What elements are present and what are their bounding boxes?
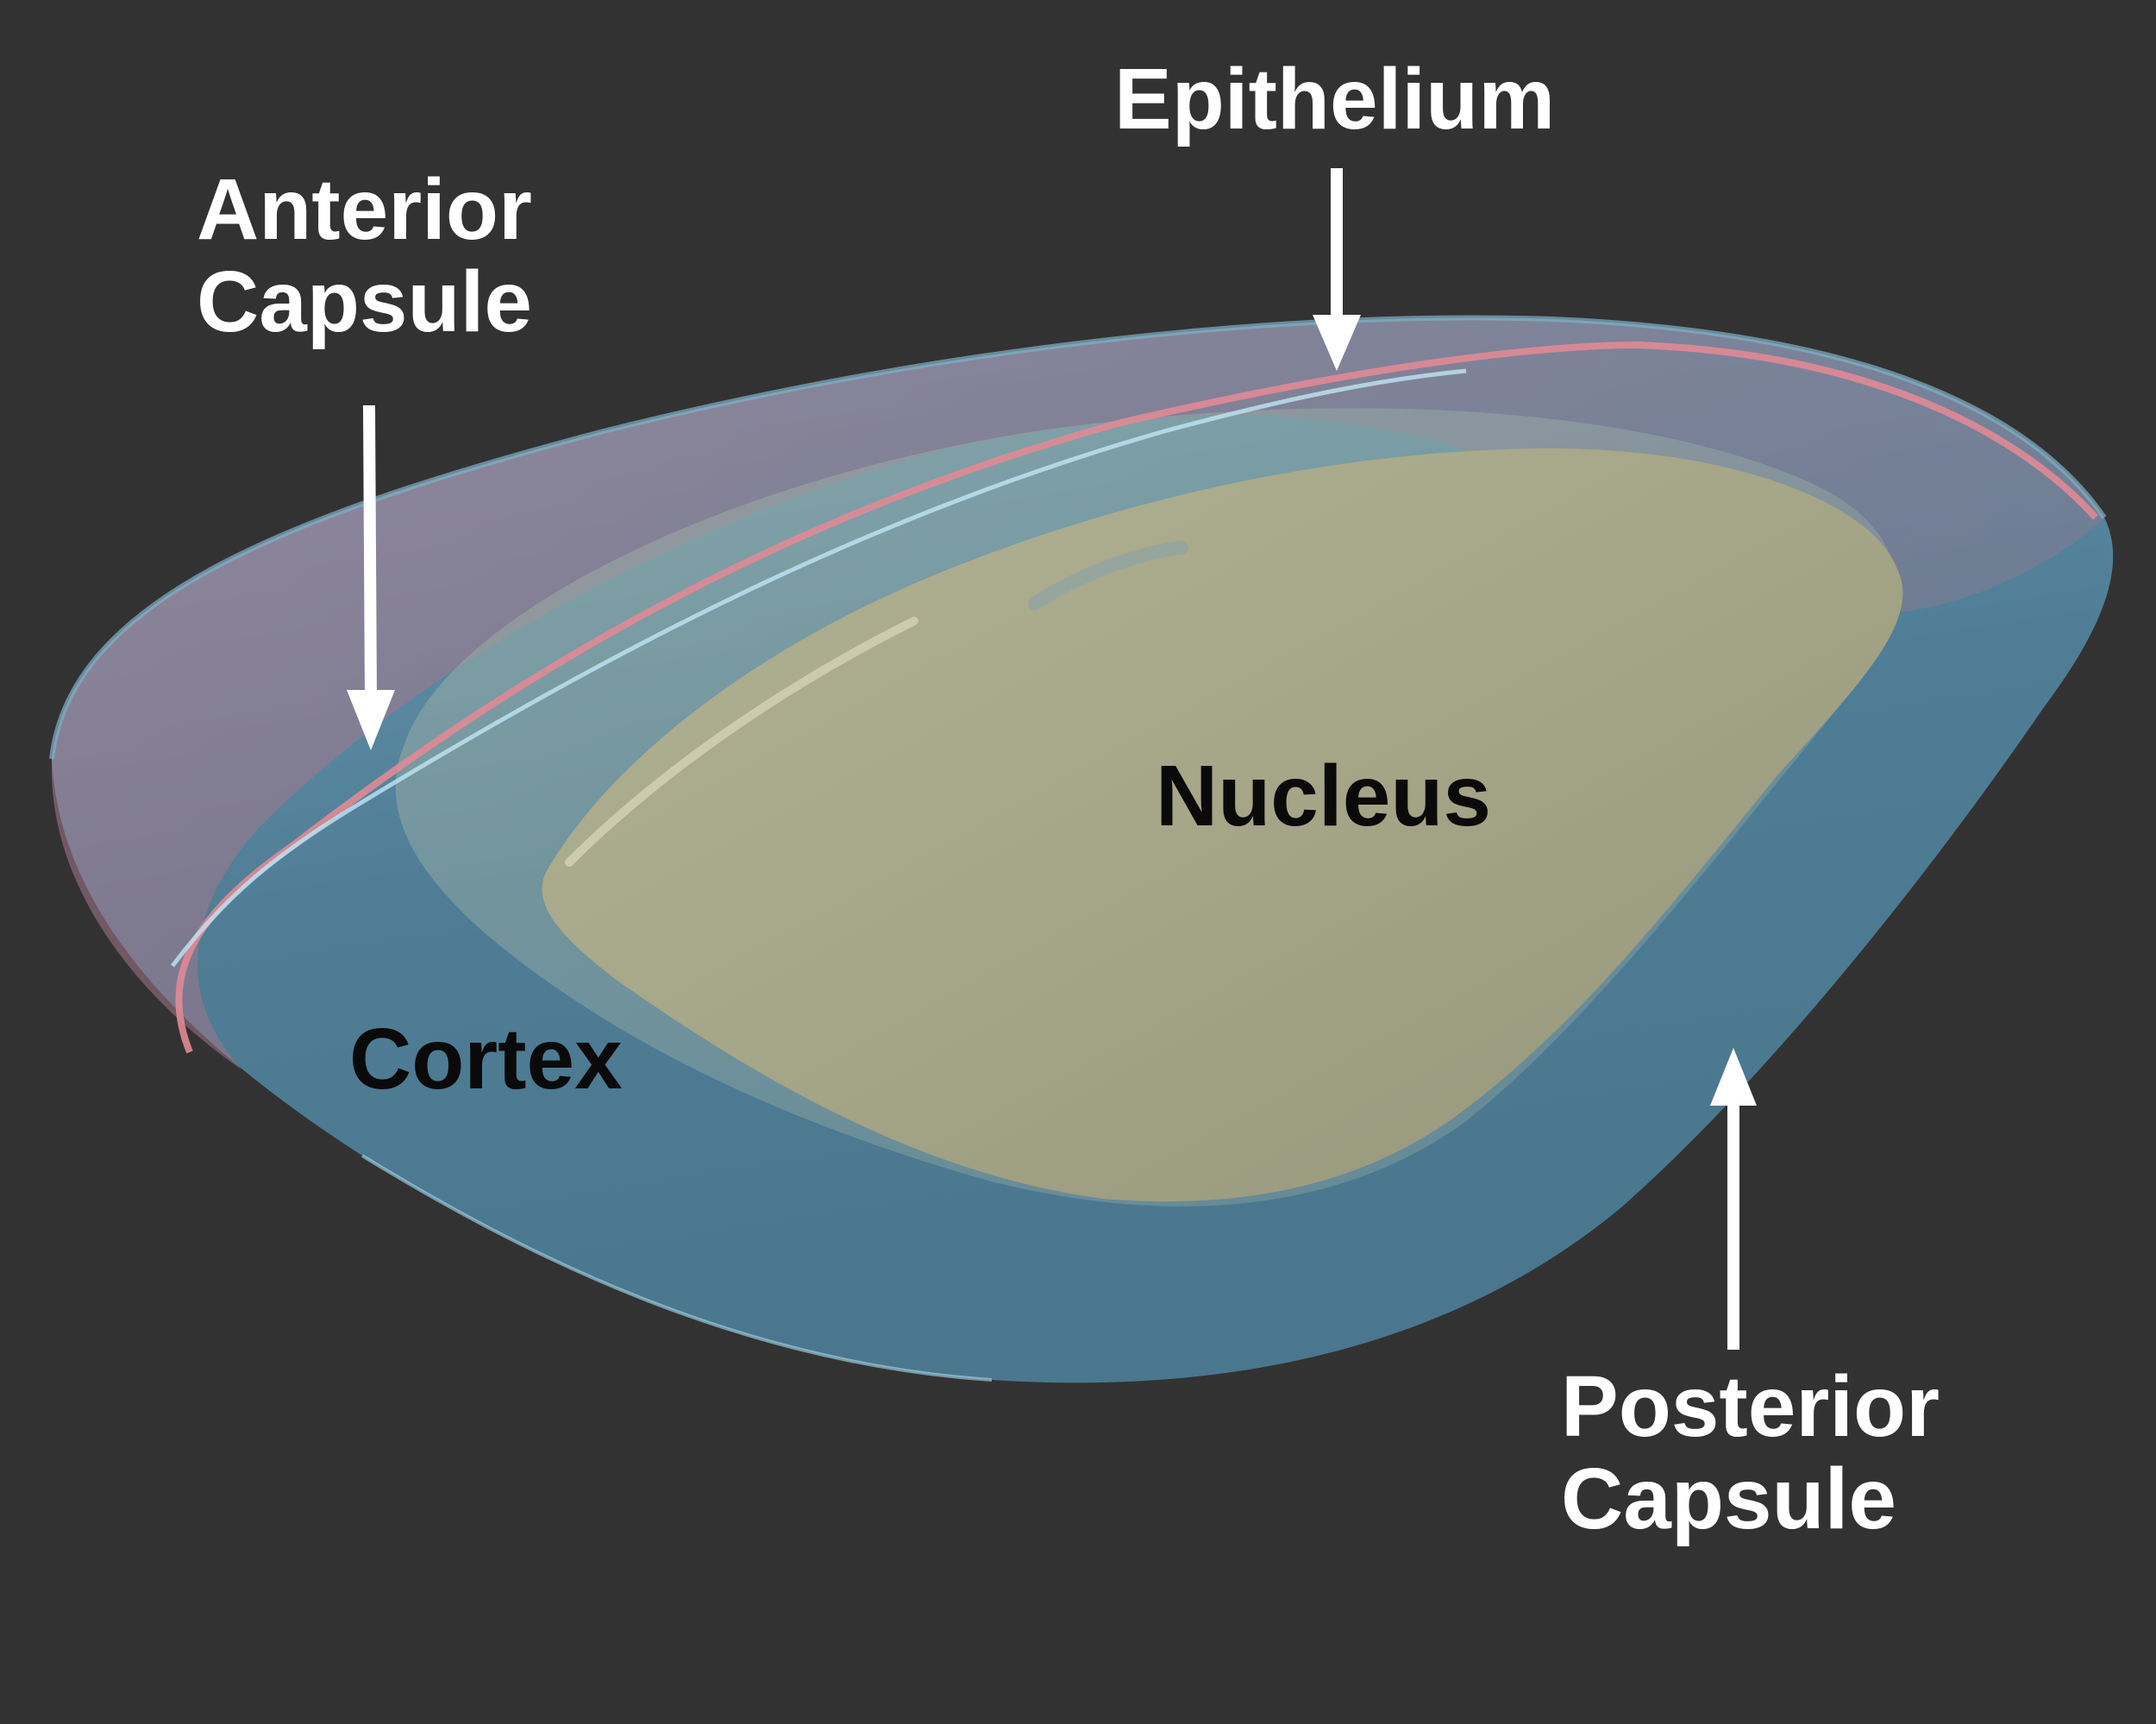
posterior-capsule-label-line2: Capsule bbox=[1561, 1451, 1897, 1547]
anterior-capsule-label: Anterior Capsule bbox=[197, 164, 532, 348]
nucleus-label: Nucleus bbox=[1156, 748, 1492, 844]
posterior-capsule-label: Posterior Capsule bbox=[1561, 1361, 1940, 1545]
epithelium-arrow bbox=[1313, 168, 1361, 371]
anterior-capsule-band bbox=[51, 317, 2104, 1069]
anterior-capsule-label-line1: Anterior bbox=[197, 161, 532, 258]
nucleus-highlight bbox=[565, 617, 918, 867]
posterior-capsule-rim bbox=[360, 1154, 993, 1382]
nucleus-glint bbox=[1028, 541, 1188, 611]
outer-rim bbox=[49, 315, 2107, 760]
posterior-capsule-arrow bbox=[1710, 1048, 1757, 1350]
posterior-capsule-label-line1: Posterior bbox=[1561, 1358, 1940, 1455]
cortex-label: Cortex bbox=[349, 1011, 623, 1107]
anterior-capsule-line bbox=[171, 368, 1467, 968]
anterior-capsule-label-line2: Capsule bbox=[197, 254, 533, 350]
anterior-capsule-arrow bbox=[347, 404, 395, 750]
epithelium-label: Epithelium bbox=[1114, 51, 1556, 147]
